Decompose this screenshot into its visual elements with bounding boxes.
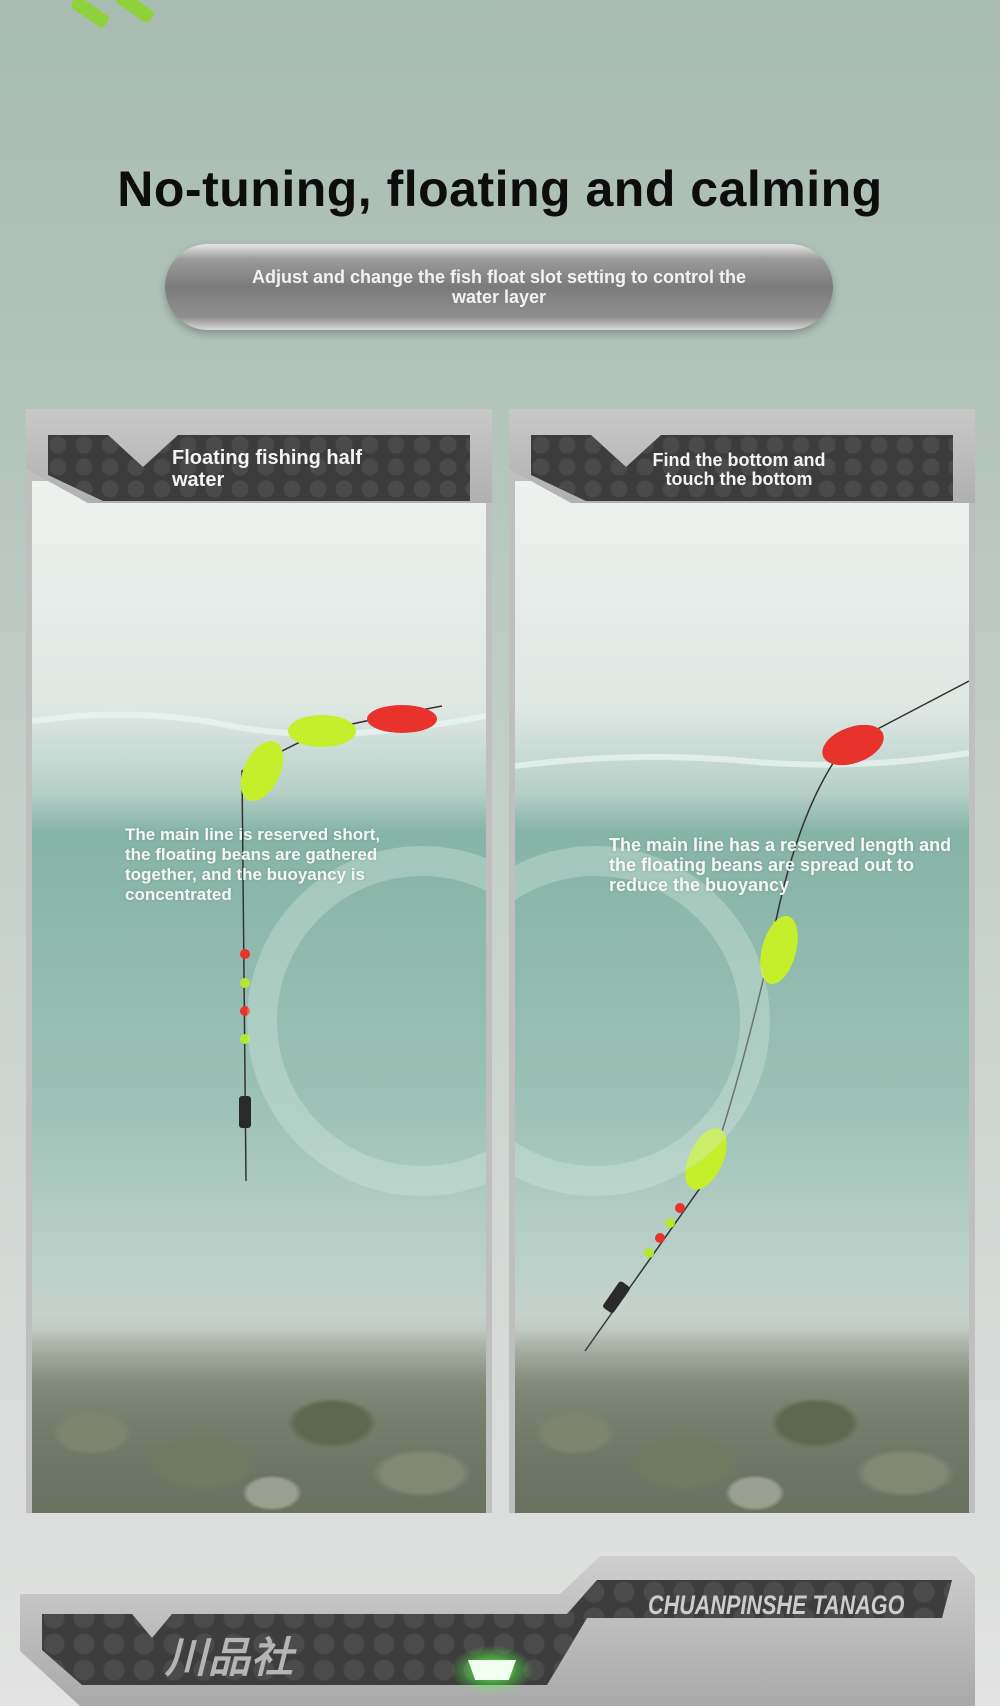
brand-name: CHUANPINSHE TANAGO — [648, 1590, 905, 1620]
float-rig-illustration — [515, 680, 969, 1352]
green-float — [240, 741, 284, 801]
panel-label: Floating fishing half water — [172, 447, 362, 491]
underwater-scene — [515, 481, 969, 1513]
underwater-scene — [32, 481, 486, 1513]
sinker — [239, 1096, 251, 1128]
float-rig-illustration — [32, 705, 486, 1196]
green-bead — [644, 1248, 654, 1258]
green-float — [760, 915, 798, 985]
panel-header-plate — [531, 435, 953, 501]
panel-bottom: Find the bottom and touch the bottom The… — [509, 409, 975, 1513]
leaf-decoration — [69, 0, 111, 30]
red-bead — [240, 949, 250, 959]
green-float — [288, 715, 356, 747]
green-float — [685, 1128, 727, 1190]
panel-description: The main line is reserved short, the flo… — [125, 825, 381, 904]
riverbed-rocks — [515, 1313, 969, 1513]
panel-label: Find the bottom and touch the bottom — [652, 450, 826, 489]
red-float — [822, 724, 884, 766]
panel-half-water: Floating fishing half water The main lin… — [26, 409, 492, 1513]
panel-header-plate — [48, 435, 470, 501]
red-float — [367, 705, 437, 733]
riverbed-rocks — [32, 1313, 486, 1513]
sinker — [603, 1281, 630, 1313]
green-bead — [240, 978, 250, 988]
led-light-icon — [468, 1660, 516, 1680]
red-bead — [655, 1233, 665, 1243]
page-title: No-tuning, floating and calming — [117, 161, 883, 217]
red-bead — [240, 1006, 250, 1016]
green-bead — [665, 1218, 675, 1228]
subtitle-text: Adjust and change the fish float slot se… — [251, 267, 746, 307]
subtitle-banner: Adjust and change the fish float slot se… — [165, 244, 833, 330]
leaf-decoration — [114, 0, 156, 25]
red-bead — [675, 1203, 685, 1213]
panel-description: The main line has a reserved length and … — [609, 835, 952, 895]
brand-logo-cn: 川品社 — [165, 1634, 295, 1681]
green-bead — [240, 1034, 250, 1044]
